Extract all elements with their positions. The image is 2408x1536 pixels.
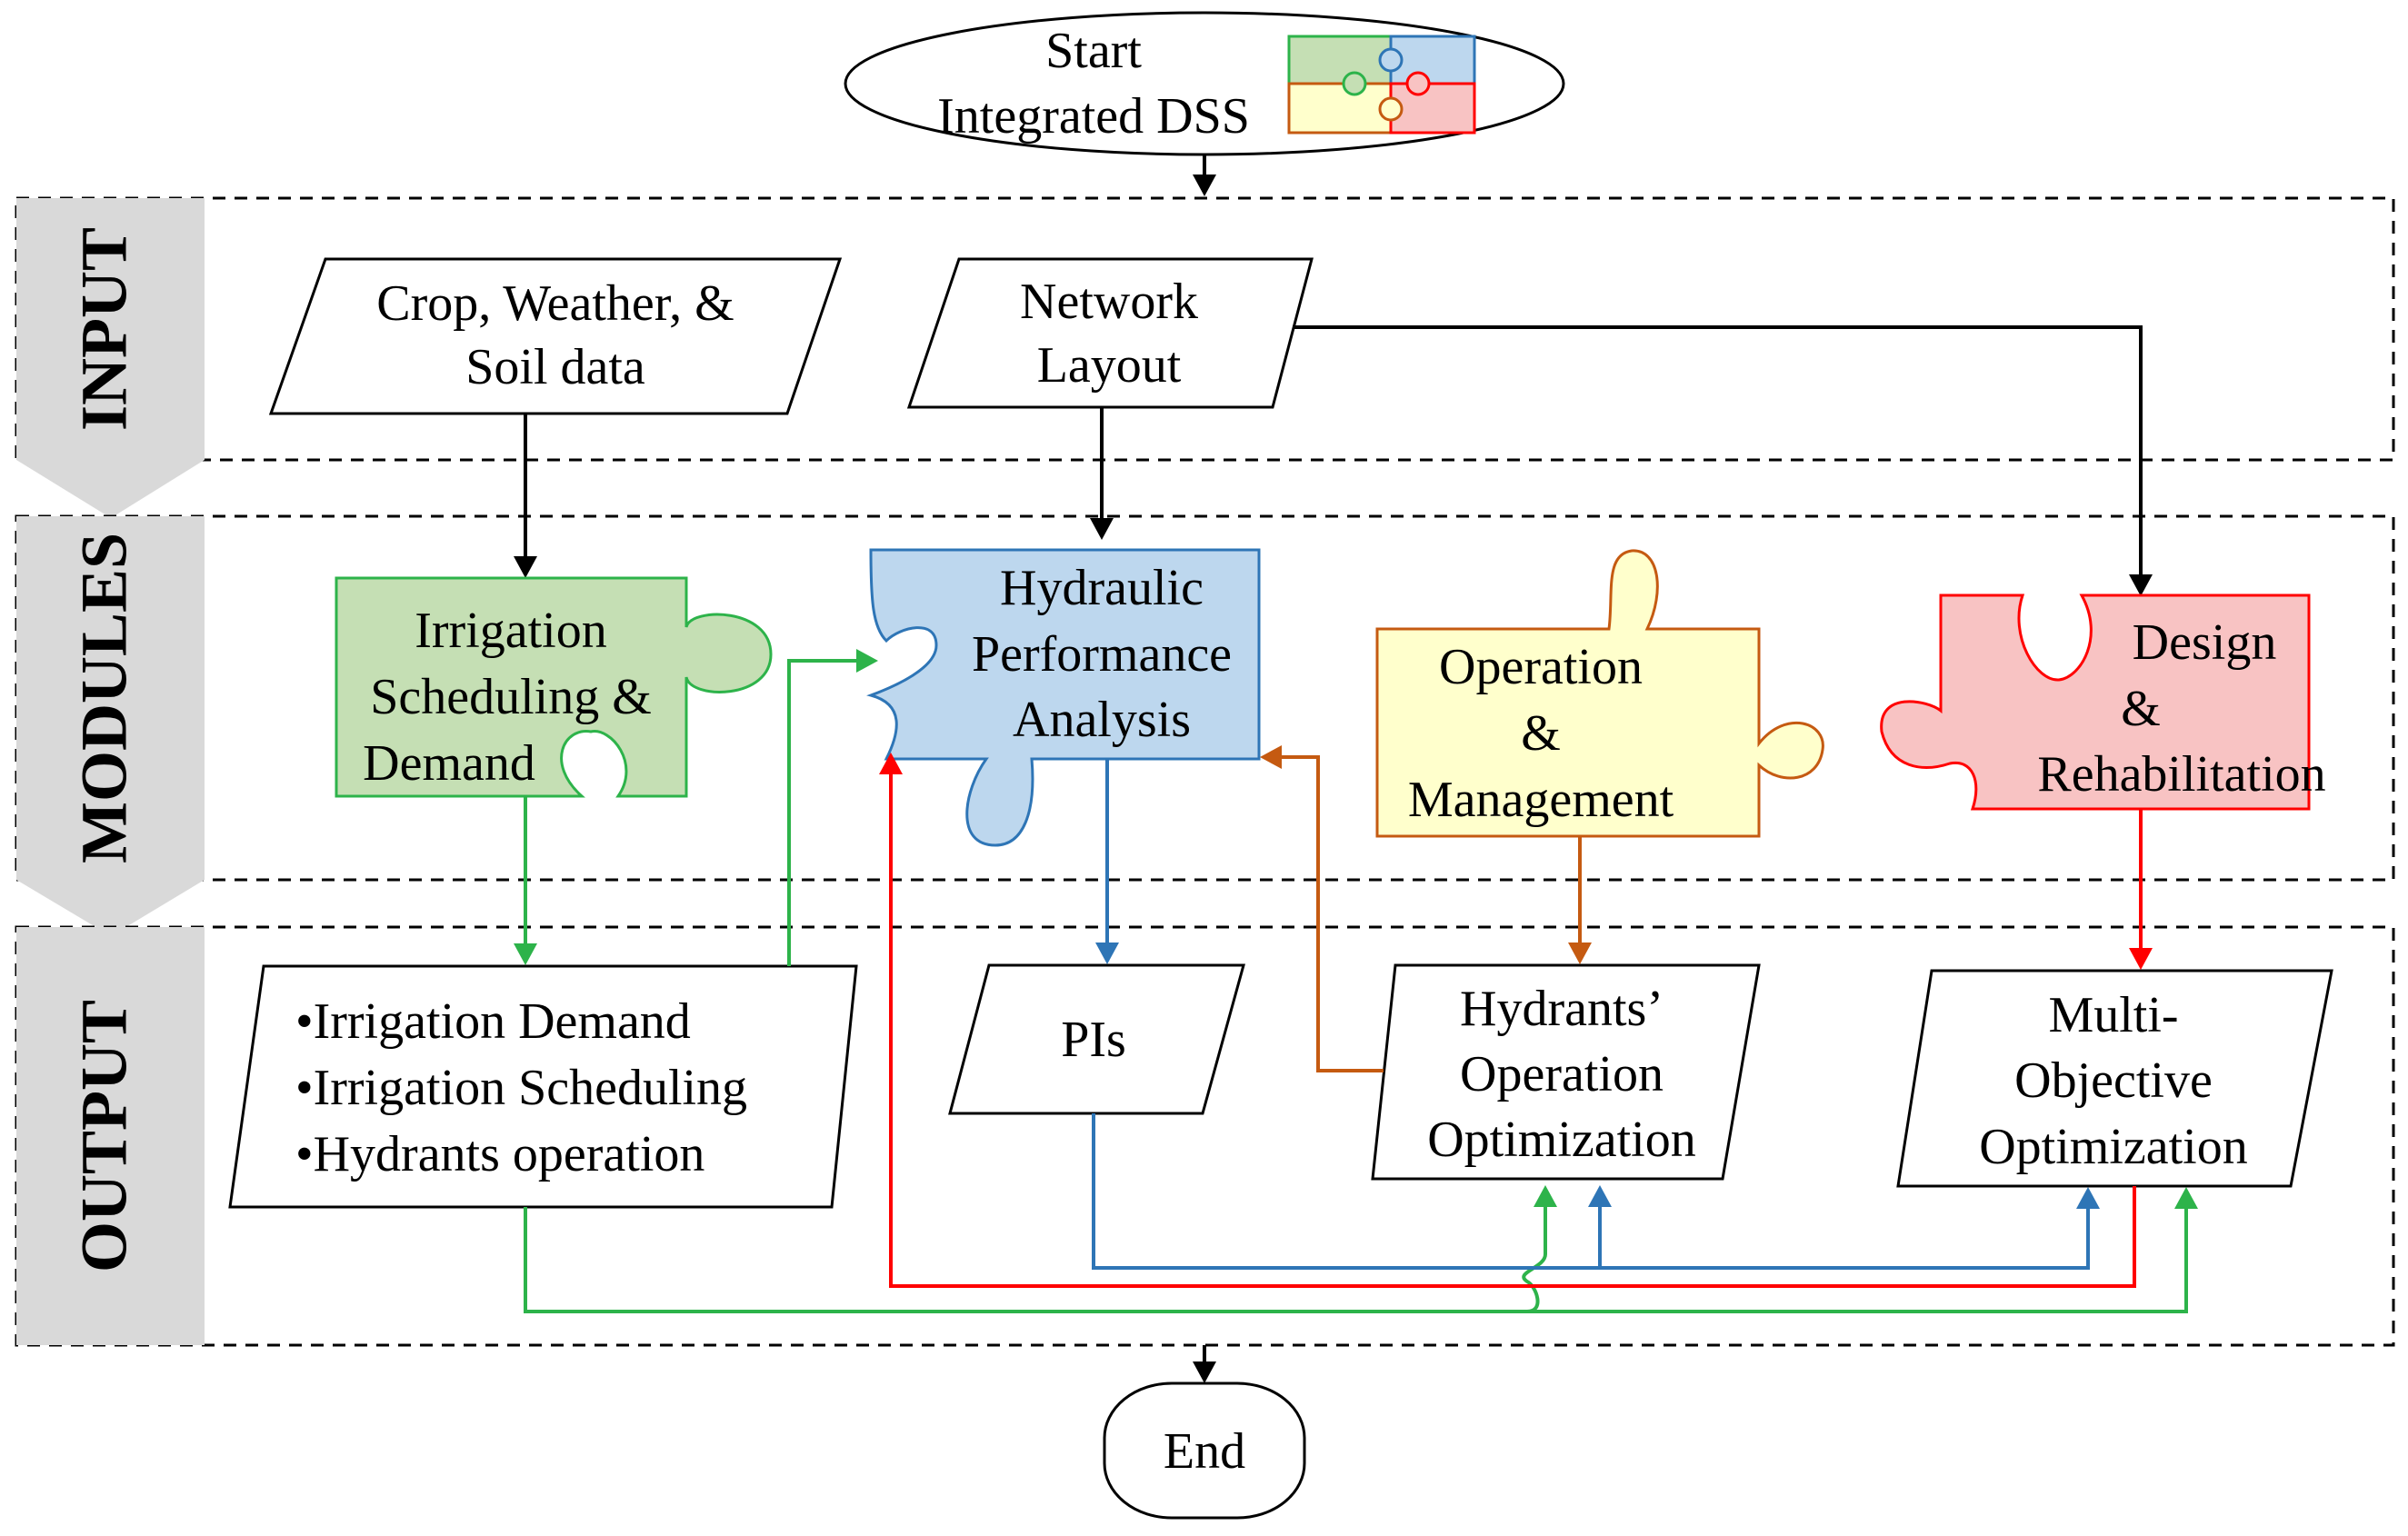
network-input-line2: Layout — [1037, 337, 1182, 394]
irrigation-module-line3: Demand — [363, 735, 535, 792]
hydraulic-module-line2: Performance — [972, 626, 1232, 683]
irrigation-output-line2: •Irrigation Scheduling — [295, 1060, 747, 1116]
puzzle-icon — [1287, 35, 1476, 135]
crop-input-line2: Soil data — [465, 339, 645, 395]
operation-module-line1: Operation — [1439, 639, 1643, 695]
crop-input-line1: Crop, Weather, & — [376, 275, 734, 332]
connector-irrigation-output-to-hydraulic — [787, 649, 878, 966]
design-rehabilitation-module: Design & Rehabilitation — [1880, 593, 2326, 811]
modules-band-label: MODULES — [68, 533, 141, 863]
hydraulic-performance-module: Hydraulic Performance Analysis — [866, 548, 1261, 847]
start-line1: Start — [1045, 23, 1142, 79]
design-module-line1: Design — [2133, 614, 2277, 671]
start-node: Start Integrated DSS — [844, 11, 1565, 156]
operation-module-line2: & — [1521, 705, 1561, 762]
network-layout-input: Network Layout — [906, 257, 1314, 409]
design-module-line2: & — [2121, 681, 2161, 737]
connector-network-to-design — [1293, 325, 2153, 596]
connector-multi-to-hydraulic — [879, 753, 2136, 1288]
input-band-label: INPUT — [68, 227, 141, 431]
hydraulic-module-line1: Hydraulic — [1000, 560, 1204, 616]
connector-hydrants-to-hydraulic — [1260, 745, 1384, 1072]
network-input-line1: Network — [1020, 274, 1198, 330]
hydraulic-module-line3: Analysis — [1013, 692, 1191, 748]
connector-green-to-multi — [1527, 1187, 2198, 1313]
design-module-line3: Rehabilitation — [2037, 746, 2325, 803]
hydrants-output-line3: Optimization — [1427, 1112, 1696, 1168]
connector-pis-to-multi — [1092, 1113, 2100, 1270]
end-label: End — [1164, 1423, 1245, 1480]
irrigation-module-line1: Irrigation — [415, 603, 606, 659]
input-band: INPUT — [15, 196, 2395, 518]
pis-output: PIs — [948, 963, 1245, 1115]
pis-output-label: PIs — [1061, 1012, 1126, 1068]
output-band-label: OUTPUT — [68, 1000, 141, 1272]
multi-output-line3: Optimization — [1979, 1119, 2248, 1175]
operation-management-module: Operation & Management — [1375, 549, 1824, 838]
irrigation-scheduling-module: Irrigation Scheduling & Demand — [335, 576, 773, 798]
operation-module-line3: Management — [1408, 772, 1674, 828]
multi-objective-output: Multi- Objective Optimization — [1896, 969, 2333, 1188]
multi-output-line1: Multi- — [2048, 987, 2178, 1043]
multi-output-line2: Objective — [2014, 1052, 2213, 1109]
hydrants-output-line2: Operation — [1460, 1046, 1664, 1102]
irrigation-module-line2: Scheduling & — [370, 669, 652, 725]
hydrants-operation-output: Hydrants’ Operation Optimization — [1371, 963, 1761, 1181]
irrigation-output-line3: •Hydrants operation — [295, 1126, 704, 1182]
irrigation-output: •Irrigation Demand •Irrigation Schedulin… — [228, 964, 858, 1209]
output-band: OUTPUT — [15, 925, 2395, 1347]
modules-band: MODULES — [15, 514, 2395, 936]
irrigation-output-line1: •Irrigation Demand — [295, 993, 691, 1050]
start-line2: Integrated DSS — [937, 88, 1250, 145]
end-node: End — [1103, 1381, 1306, 1520]
crop-weather-soil-input: Crop, Weather, & Soil data — [268, 257, 843, 415]
hydrants-output-line1: Hydrants’ — [1460, 981, 1664, 1037]
